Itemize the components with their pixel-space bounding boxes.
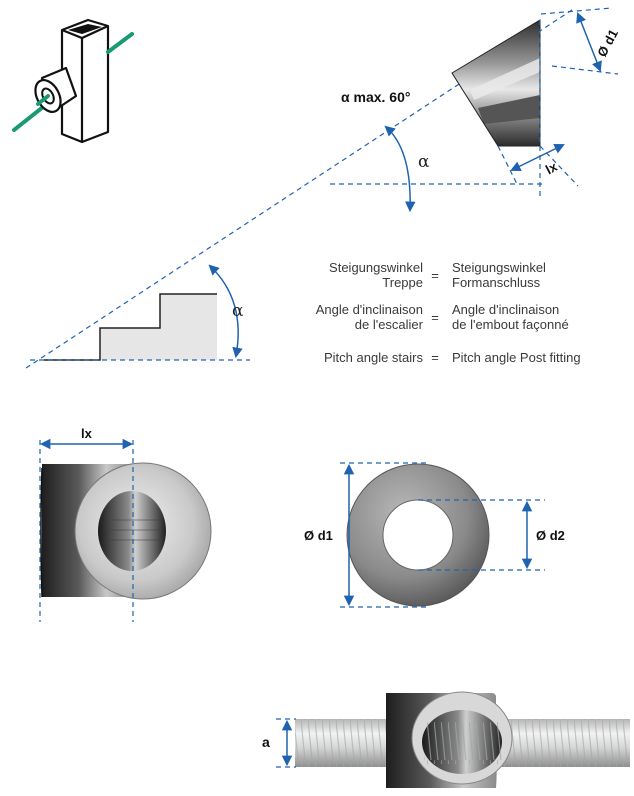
fitting-side-view	[451, 19, 541, 147]
legend-right-1-line2: Formanschluss	[452, 275, 541, 290]
pitch-line	[25, 7, 576, 369]
post-isometric-illustration	[12, 18, 134, 144]
d1-top-label: Ø d1	[594, 27, 621, 60]
legend-left-1-line1: Steigungswinkel	[329, 260, 423, 275]
legend-left-1: Steigungswinkel Treppe	[258, 260, 423, 290]
legend-right-2-line2: de l'embout façonné	[452, 317, 569, 332]
legend-right-3-line1: Pitch angle Post fitting	[452, 350, 581, 365]
d2-bottom-label: Ø d2	[536, 528, 565, 543]
legend-eq-2: =	[431, 310, 439, 325]
d1-bottom-label: Ø d1	[304, 528, 333, 543]
legend-right-3: Pitch angle Post fitting	[452, 350, 632, 365]
legend-left-3-line1: Pitch angle stairs	[324, 350, 423, 365]
a-label: a	[262, 734, 270, 750]
legend-left-3: Pitch angle stairs	[258, 350, 423, 365]
top-angle-arc	[384, 125, 416, 213]
threaded-rod-assembly	[295, 691, 630, 788]
legend-right-1-line1: Steigungswinkel	[452, 260, 546, 275]
d1-dimension-top	[576, 12, 602, 72]
washer-illustration	[346, 463, 490, 607]
legend-right-1: Steigungswinkel Formanschluss	[452, 260, 632, 290]
legend-left-1-line2: Treppe	[382, 275, 423, 290]
legend-left-2-line1: Angle d'inclinaison	[315, 302, 423, 317]
alpha-stairs-label: α	[232, 301, 244, 321]
stairs-illustration	[44, 293, 217, 361]
lx-top-label: lx	[543, 159, 560, 178]
lx-bottom-label: lx	[81, 426, 93, 441]
legend-left-2-line2: de l'escalier	[354, 317, 423, 332]
stairs-angle-arc	[208, 264, 243, 359]
alpha-top-label: α	[418, 152, 430, 172]
legend-eq-3: =	[431, 350, 439, 365]
lx-dimension-top	[510, 143, 565, 172]
legend-right-2: Angle d'inclinaison de l'embout façonné	[452, 302, 632, 332]
legend-right-2-line1: Angle d'inclinaison	[452, 302, 560, 317]
legend-eq-1: =	[431, 268, 439, 283]
fitting-front-view	[40, 462, 212, 600]
alpha-max-label: α max. 60°	[341, 89, 410, 105]
legend-left-2: Angle d'inclinaison de l'escalier	[258, 302, 423, 332]
